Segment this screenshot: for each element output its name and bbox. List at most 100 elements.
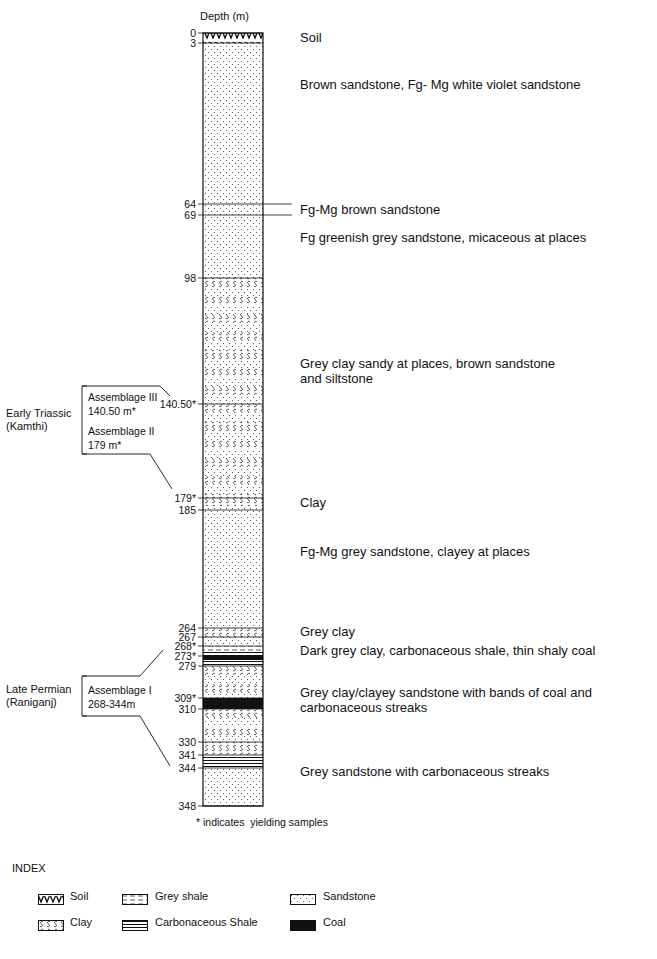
depth-tick (198, 498, 203, 499)
bed-boundary (203, 404, 263, 405)
legend-text: Carbonaceous Shale (155, 916, 258, 929)
lithology-band (203, 305, 263, 314)
lithology-band (203, 628, 263, 637)
lithology-band (203, 204, 263, 215)
lithology-band (203, 755, 263, 768)
swatch-fill (123, 894, 148, 904)
lithology-band (203, 43, 263, 204)
bed-boundary (203, 755, 263, 756)
swatch-sample (290, 920, 316, 931)
legend-swatch (290, 917, 316, 928)
bed-boundary (203, 656, 263, 657)
axis-title: Depth (m) (200, 10, 249, 23)
lithology-band (203, 660, 263, 666)
legend-text: Clay (70, 916, 92, 929)
lithology-band (203, 675, 263, 684)
depth-value: 3 (190, 38, 196, 49)
assemblage-bracket (82, 676, 87, 716)
lithology-band (203, 341, 263, 350)
lithology-band (203, 742, 263, 755)
depth-tick (198, 698, 203, 699)
lithology-description: Soil (300, 31, 322, 46)
lithology-band (203, 768, 263, 806)
bed-boundary (203, 742, 263, 743)
lithology-band (203, 698, 263, 709)
lithology-band (203, 727, 263, 736)
depth-value: 348 (178, 801, 196, 812)
footnote: * indicates yielding samples (196, 816, 328, 828)
bed-boundary (203, 215, 263, 216)
depth-value: 64 (184, 199, 196, 210)
lithology-band (203, 506, 263, 510)
lithology-band (203, 350, 263, 359)
bed-boundary (203, 498, 263, 499)
assemblage-note: Assemblage II (88, 425, 155, 437)
lithology-band (203, 458, 263, 467)
lithology-band (203, 709, 263, 718)
depth-value: 0 (190, 28, 196, 39)
lithology-description: Fg greenish grey sandstone, micaceous at… (300, 231, 586, 246)
assemblage-note: Early Triassic (Kamthi) (6, 407, 78, 432)
legend-swatch (38, 917, 64, 928)
depth-tick (198, 646, 203, 647)
depth-tick (198, 33, 203, 34)
lithology-band (203, 718, 263, 727)
lithology-band (203, 33, 263, 43)
bed-boundary (203, 709, 263, 710)
depth-tick (198, 755, 203, 756)
lithology-description: Dark grey clay, carbonaceous shale, thin… (300, 644, 595, 659)
lithology-band (203, 368, 263, 377)
depth-tick (198, 404, 203, 405)
lithology-band (203, 215, 263, 278)
depth-value: 268* (174, 641, 196, 652)
depth-tick (198, 278, 203, 279)
depth-tick (198, 637, 203, 638)
lithology-band (203, 637, 263, 646)
lithology-band (203, 332, 263, 341)
lithology-band (203, 485, 263, 494)
depth-tick (198, 215, 203, 216)
depth-tick (198, 666, 203, 667)
legend-heading: INDEX (12, 862, 46, 875)
depth-value: 310 (178, 704, 196, 715)
lithology-band (203, 467, 263, 476)
lithology-description: Grey clay/clayey sandstone with bands of… (300, 686, 600, 716)
legend-swatch (122, 891, 148, 902)
legend-swatch (122, 917, 148, 928)
depth-value: 185 (178, 505, 196, 516)
swatch-fill (291, 894, 316, 904)
assemblage-bracket (82, 454, 172, 489)
legend-swatch (290, 891, 316, 902)
depth-tick (198, 510, 203, 511)
lithology-band (203, 476, 263, 485)
swatch-sample (290, 894, 316, 905)
lithology-band (203, 646, 263, 652)
lithology-band (203, 422, 263, 431)
bed-boundary (203, 278, 263, 279)
bed-boundary (203, 43, 263, 44)
lithology-band (203, 431, 263, 440)
bed-boundary (203, 204, 263, 205)
bed-boundary (203, 628, 263, 629)
lithology-band (203, 413, 263, 422)
lithology-band (203, 510, 263, 628)
lithology-band (203, 652, 263, 656)
lithology-band (203, 666, 263, 675)
lithology-description: Grey sandstone with carbonaceous streaks (300, 765, 549, 780)
lithology-description: Brown sandstone, Fg- Mg white violet san… (300, 78, 580, 93)
lithology-description: Fg-Mg grey sandstone, clayey at places (300, 545, 530, 560)
depth-value: 140.50* (160, 399, 196, 410)
assemblage-bracket (82, 650, 163, 676)
depth-value: 279 (178, 661, 196, 672)
lithology-band (203, 449, 263, 458)
legend-text: Grey shale (155, 890, 208, 903)
column-outline (203, 33, 263, 806)
bed-boundary (203, 768, 263, 769)
assemblage-bracket (82, 386, 87, 454)
lithology-band (203, 314, 263, 323)
depth-tick (198, 806, 203, 807)
bed-boundary (203, 646, 263, 647)
lithology-band (203, 395, 263, 404)
depth-value: 98 (184, 273, 196, 284)
